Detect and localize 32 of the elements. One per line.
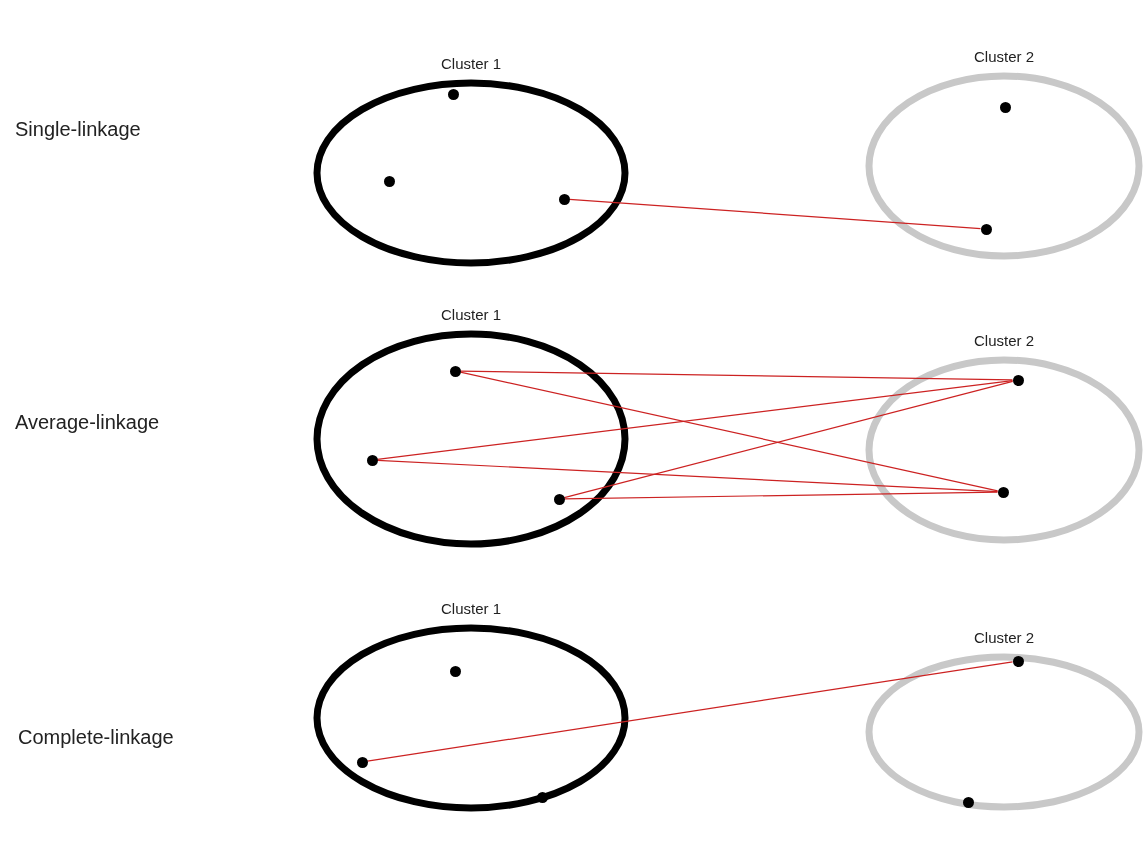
- data-point: [553, 493, 565, 505]
- data-point: [366, 454, 378, 466]
- data-point: [558, 193, 570, 205]
- method-label: Average-linkage: [15, 411, 160, 434]
- data-point: [356, 756, 368, 768]
- cluster-label: Cluster 2: [974, 628, 1034, 648]
- method-label: Complete-linkage: [18, 726, 174, 749]
- data-point: [383, 175, 395, 187]
- linkage-line: [366, 661, 1014, 762]
- linkage-line: [376, 380, 1014, 460]
- linkage-line: [376, 459, 999, 493]
- data-point: [1012, 655, 1024, 667]
- data-point: [980, 223, 992, 235]
- data-point: [962, 796, 974, 808]
- cluster-label: Cluster 1: [441, 54, 501, 74]
- cluster-label: Cluster 1: [441, 305, 501, 325]
- data-point: [999, 101, 1011, 113]
- method-label: Single-linkage: [15, 118, 141, 141]
- cluster-label: Cluster 2: [974, 331, 1034, 351]
- data-point: [449, 665, 461, 677]
- cluster-label: Cluster 1: [441, 599, 501, 619]
- cluster-label: Cluster 2: [974, 47, 1034, 67]
- linkage-line: [459, 371, 999, 492]
- data-point: [1012, 374, 1024, 386]
- linkage-line: [568, 198, 982, 230]
- linkage-line: [563, 491, 999, 500]
- linkage-line: [459, 370, 1014, 381]
- data-point: [449, 365, 461, 377]
- data-point: [997, 486, 1009, 498]
- data-point: [447, 88, 459, 100]
- data-point: [536, 791, 548, 803]
- linkage-line: [563, 380, 1014, 499]
